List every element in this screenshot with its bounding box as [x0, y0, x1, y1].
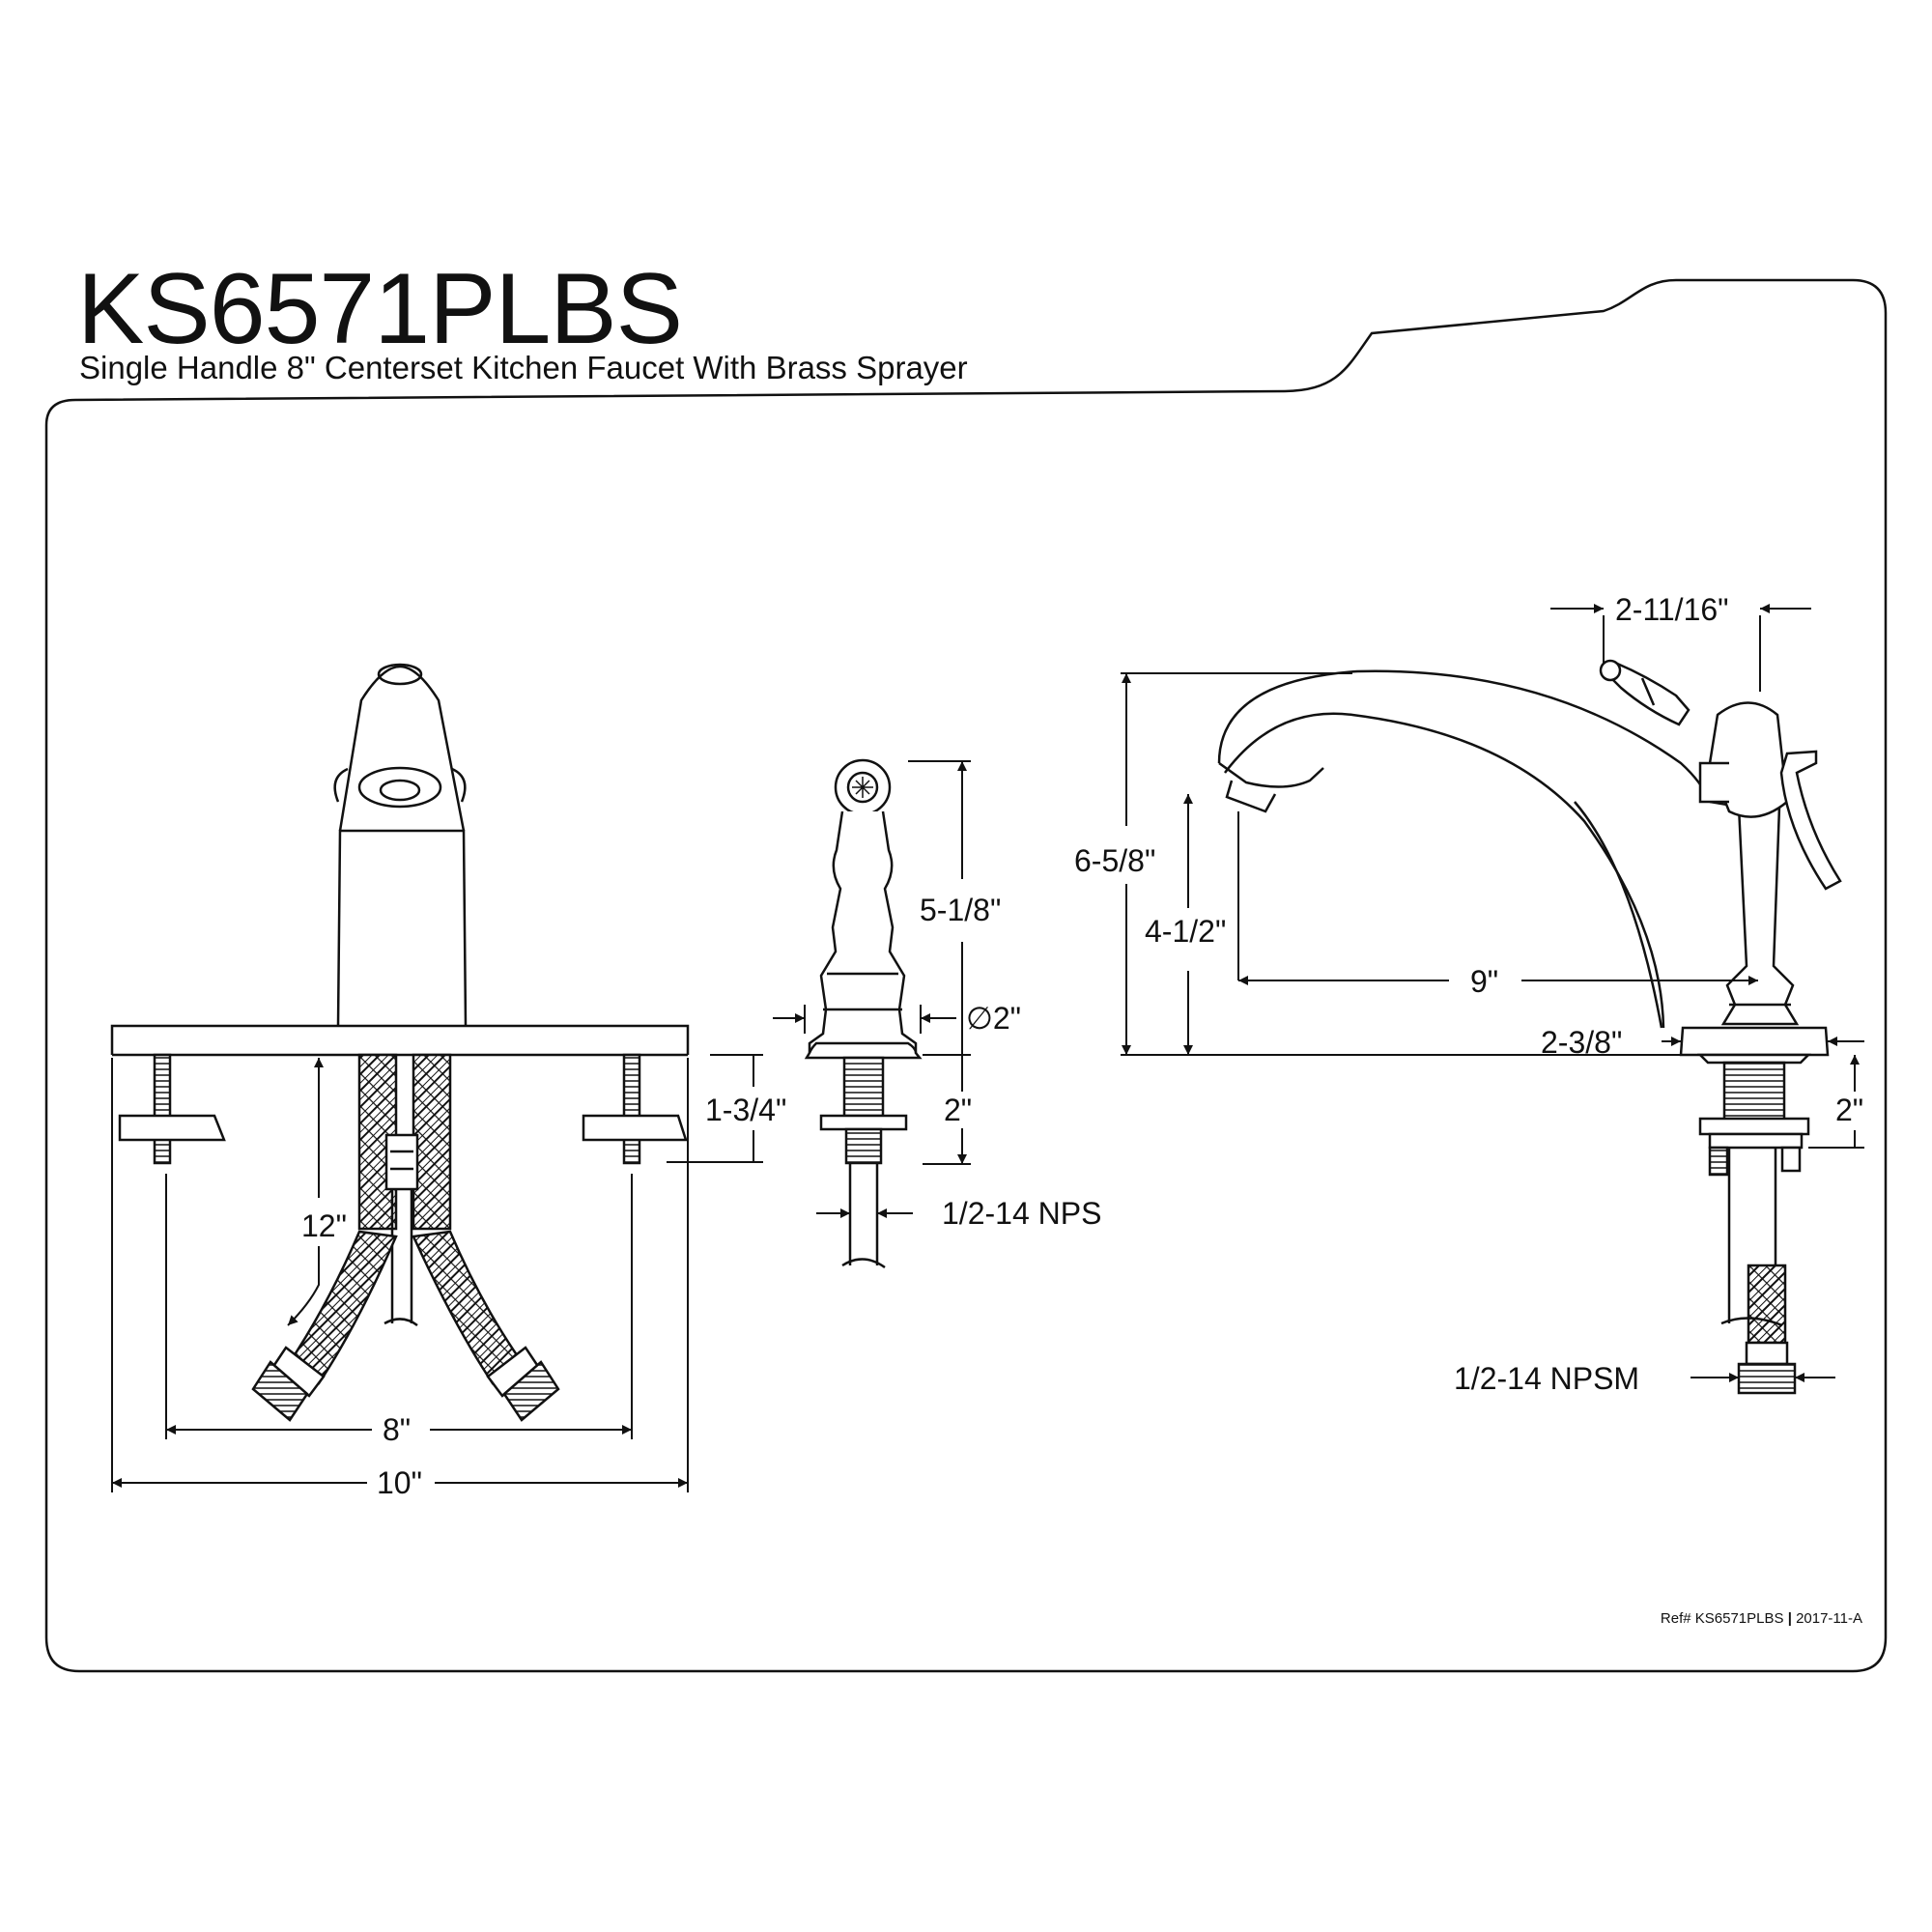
- dim-side-shank: 2": [1835, 1093, 1863, 1127]
- nut-left: [118, 1114, 226, 1142]
- dim-sprayer-shank: 2": [944, 1093, 972, 1127]
- dim-shank-length: 1-3/4": [705, 1093, 786, 1127]
- faucet-column-side: [1720, 806, 1800, 1026]
- bolt-left: [153, 1053, 172, 1165]
- supply-hose-right-bend: [412, 1230, 524, 1385]
- supply-hose-left-bend: [288, 1230, 398, 1385]
- dim-side-thread: 1/2-14 NPSM: [1454, 1361, 1639, 1396]
- fitting-left: [251, 1346, 326, 1422]
- ref-separator: |: [1787, 1610, 1792, 1627]
- base-escutcheon: [1679, 1026, 1830, 1057]
- dim-sprayer-height: 5-1/8": [920, 893, 1001, 927]
- dim-spout-height: 4-1/2": [1145, 914, 1226, 949]
- dim-plate-width: 10": [377, 1465, 422, 1500]
- front-view: [110, 663, 763, 1492]
- sheet-frame: [44, 278, 1888, 1673]
- sprayer-view: [773, 758, 971, 1269]
- sprayer-handle: [808, 810, 918, 1055]
- dim-mount-spacing: 8": [383, 1412, 411, 1447]
- side-view: [1121, 604, 1864, 1395]
- model-number: KS6571PLBS: [77, 253, 683, 365]
- ref-model: KS6571PLBS: [1694, 1610, 1784, 1627]
- faucet-body-front: [336, 829, 468, 1027]
- reference-footer: Ref# KS6571PLBS | 2017-11-A: [1661, 1610, 1862, 1627]
- dim-reach: 9": [1470, 964, 1498, 999]
- dim-handle-offset: 2-11/16": [1615, 592, 1729, 627]
- sprayer-shank: [842, 1056, 885, 1118]
- dim-sprayer-diameter: ∅2": [966, 1001, 1021, 1036]
- sprayer-base: [804, 1041, 923, 1060]
- dim-base-width: 2-3/8": [1541, 1025, 1622, 1060]
- ref-label: Ref#: [1660, 1610, 1691, 1627]
- side-lever: [1779, 750, 1842, 891]
- nut-right: [582, 1114, 688, 1142]
- ref-revision: 2017-11-A: [1796, 1610, 1862, 1627]
- product-subtitle: Single Handle 8" Centerset Kitchen Fauce…: [79, 350, 968, 385]
- sprayer-nut: [819, 1114, 908, 1131]
- center-coupling: [384, 1133, 419, 1191]
- spout-outlet-front: [357, 766, 442, 809]
- dim-sprayer-thread: 1/2-14 NPS: [942, 1196, 1101, 1231]
- fitting-right: [486, 1346, 560, 1422]
- side-fitting: [1745, 1341, 1789, 1366]
- side-supply-hose: [1747, 1264, 1787, 1345]
- dim-hose-length: 12": [301, 1208, 347, 1243]
- deck-plate-front: [110, 1024, 690, 1055]
- bolt-right: [622, 1053, 641, 1165]
- supply-hose-right: [412, 1053, 452, 1231]
- dim-total-height: 6-5/8": [1074, 843, 1155, 878]
- side-shank: [1722, 1061, 1786, 1122]
- spout-side: [1217, 669, 1712, 803]
